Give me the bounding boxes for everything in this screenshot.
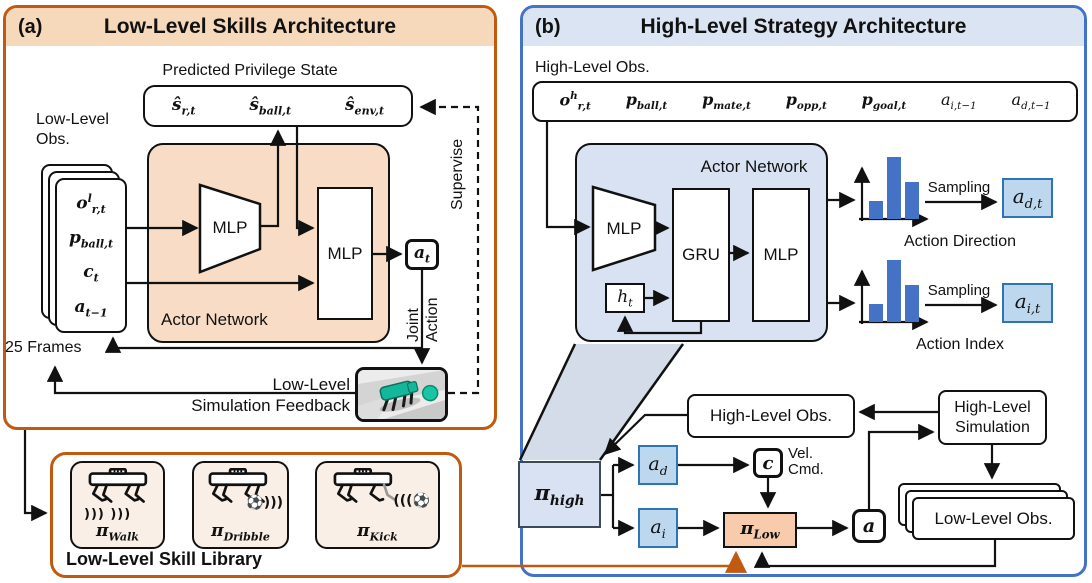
obs-item: pmate,t: [702, 90, 751, 113]
panel-b-header: (b) High-Level Strategy Architecture: [523, 8, 1084, 46]
high-level-sim-box: High-Level Simulation: [938, 390, 1047, 445]
histogram-bar: [905, 182, 919, 219]
skill-label-walk: πWalk: [96, 520, 139, 543]
robot-sim-image: [355, 367, 448, 422]
mlp-policy-a-box: MLP: [317, 187, 373, 320]
actor-network-a-label: Actor Network: [161, 310, 268, 329]
histogram-action-direction: [869, 153, 921, 219]
vel-cmd-box: c: [753, 448, 783, 478]
hidden-state-box: ht: [605, 283, 645, 313]
robot-kick-icon: [323, 467, 405, 511]
obs-item: ai,t−1: [941, 90, 977, 113]
action-index-label: Action Index: [915, 336, 1005, 353]
privilege-item: ŝball,t: [249, 94, 292, 118]
actor-network-b-label: Actor Network: [700, 157, 808, 176]
mlp-encoder-a-label: MLP: [212, 218, 248, 237]
a-i-box: ai: [638, 508, 678, 548]
privilege-item: ŝenv,t: [344, 94, 385, 118]
action-node-box: a: [852, 509, 886, 543]
robot-sim-graphic: [358, 370, 445, 419]
skill-label-kick: πKick: [357, 520, 398, 543]
mlp-encoder-b-label: MLP: [606, 219, 642, 238]
low-level-obs-caption: Low-Level Obs.: [36, 111, 109, 148]
panel-b-title: High-Level Strategy Architecture: [640, 15, 967, 38]
histogram-bar: [869, 201, 883, 219]
obs-item: at−1: [74, 296, 108, 319]
obs-item: ohr,t: [559, 90, 591, 113]
obs-item: ad,t−1: [1011, 90, 1051, 113]
high-level-obs-caption: High-Level Obs.: [535, 59, 650, 76]
low-level-obs-node: Low-Level Obs.: [912, 497, 1075, 540]
a-d-box: ad: [638, 445, 678, 485]
action-output-box: at: [405, 239, 439, 270]
high-level-obs-input-box: ohr,t pball,t pmate,t popp,t pgoal,t ai,…: [532, 81, 1078, 122]
panel-b-tag: (b): [535, 15, 561, 38]
vel-cmd-label: Vel. Cmd.: [788, 445, 824, 478]
skill-card-walk: ))) ))) πWalk: [70, 461, 165, 549]
obs-item: pgoal,t: [861, 90, 907, 113]
sim-feedback-label: Low-Level Simulation Feedback: [191, 375, 350, 415]
high-level-sim-label: High-Level Simulation: [954, 398, 1031, 436]
pi-low-box: πLow: [723, 512, 797, 548]
histogram-bar: [887, 157, 901, 219]
panel-a-title: Low-Level Skills Architecture: [103, 15, 397, 38]
action-index-sample-box: ai,t: [1002, 283, 1053, 323]
predicted-privilege-state-box: ŝr,t ŝball,t ŝenv,t: [143, 85, 413, 127]
dribble-ball-deco: ⚽))): [246, 495, 283, 511]
panel-a-tag: (a): [18, 15, 43, 38]
panel-a-header: (a) Low-Level Skills Architecture: [6, 8, 494, 46]
skill-card-dribble: ⚽))) πDribble: [192, 461, 289, 549]
skill-library-title: Low-Level Skill Library: [66, 549, 263, 569]
kick-ball-deco: (((⚽: [393, 493, 430, 509]
joint-action-label: Joint Action: [405, 297, 441, 342]
action-direction-label: Action Direction: [903, 233, 1017, 250]
obs-item: olr,t: [76, 191, 106, 217]
privilege-item: ŝr,t: [171, 94, 196, 118]
walk-waves-deco: ))) ))): [84, 507, 132, 522]
high-level-obs-node: High-Level Obs.: [687, 394, 855, 438]
action-direction-sample-box: ad,t: [1002, 178, 1053, 218]
histogram-bar: [869, 304, 883, 322]
histogram-bar: [905, 285, 919, 322]
histogram-action-index: [869, 256, 921, 322]
privilege-caption: Predicted Privilege State: [162, 62, 338, 79]
obs-item: popp,t: [785, 90, 827, 113]
mlp-policy-b-box: MLP: [752, 188, 810, 322]
robot-walk-icon: [78, 467, 160, 511]
skill-card-kick: (((⚽ πKick: [315, 461, 440, 549]
low-level-obs-stack: olr,t pball,t ct at−1: [55, 178, 127, 333]
obs-item: pball,t: [625, 90, 668, 113]
frames-count-label: 25 Frames: [5, 339, 82, 356]
obs-item: pball,t: [68, 227, 114, 251]
sampling-label: Sampling: [927, 282, 991, 299]
pi-high-box: πhigh: [518, 461, 601, 528]
histogram-bar: [887, 260, 901, 322]
obs-item: ct: [83, 262, 99, 285]
gru-box: GRU: [672, 188, 730, 322]
sampling-label: Sampling: [927, 179, 991, 196]
skill-label-dribble: πDribble: [211, 520, 270, 543]
supervise-label: Supervise: [449, 138, 466, 210]
robot-dribble-icon: [200, 467, 278, 511]
